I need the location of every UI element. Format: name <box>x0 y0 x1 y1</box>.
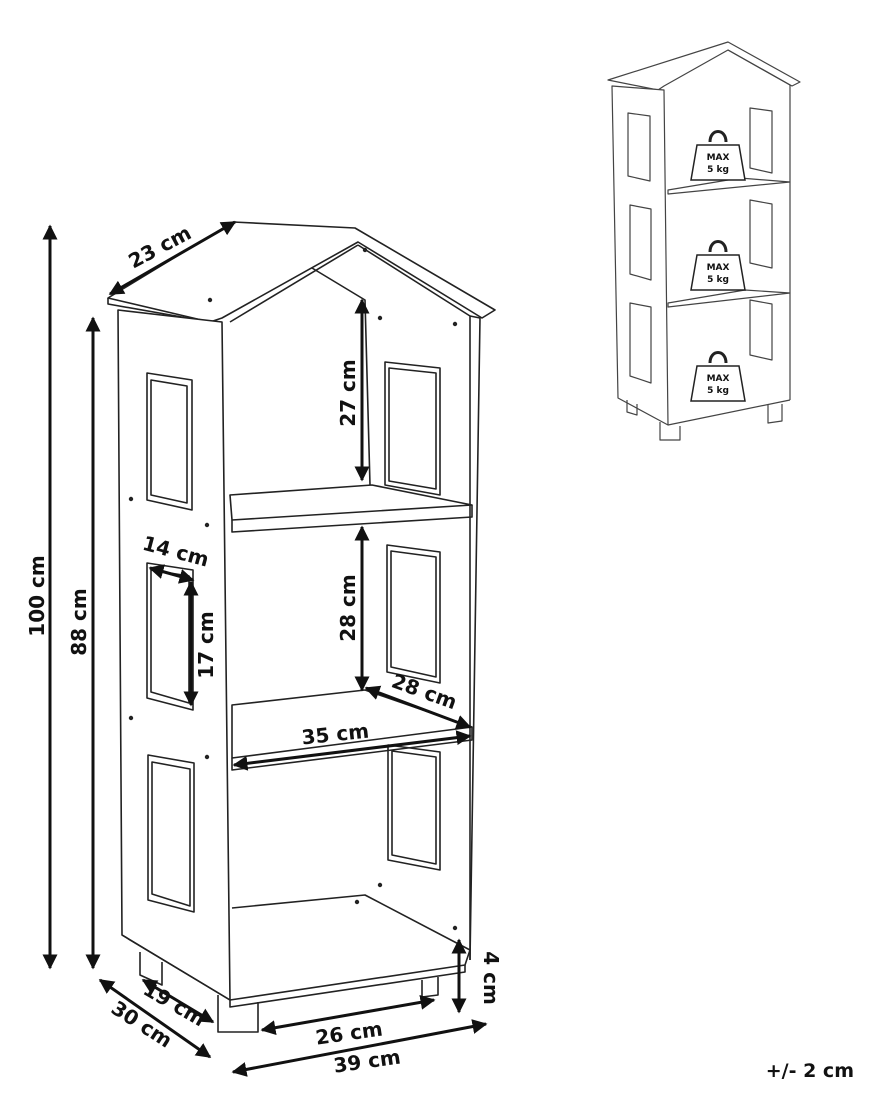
shelf-depth-line <box>364 685 472 730</box>
window-width-line <box>148 564 195 584</box>
window <box>146 372 193 511</box>
top-compartment-label: 27 cm <box>336 359 360 427</box>
right-side-panel <box>469 315 481 961</box>
outer-depth-line <box>98 978 212 1059</box>
main-shelf-drawing <box>107 221 496 1033</box>
weight-limit-line2: 5 kg <box>707 165 729 175</box>
outer-width-line <box>231 1019 488 1077</box>
foot-height-label: 4 cm <box>479 951 503 1005</box>
window <box>387 744 441 871</box>
weight-limit-line1: MAX <box>707 153 730 163</box>
weight-icon: MAX 5 kg <box>690 240 746 291</box>
weight-limit-line1: MAX <box>707 263 730 273</box>
weight-icon: MAX 5 kg <box>690 351 746 402</box>
body-height-label: 88 cm <box>67 588 91 656</box>
middle-compartment-label: 28 cm <box>336 574 360 642</box>
total-height-label: 100 cm <box>25 555 49 636</box>
upper-shelf <box>229 484 473 521</box>
roof-depth-line <box>108 220 237 296</box>
shelf-width-line <box>232 730 472 771</box>
bottom-panel <box>121 934 471 1001</box>
load-capacity-inset <box>607 41 801 441</box>
weight-limit-line1: MAX <box>707 374 730 384</box>
window <box>147 754 195 913</box>
weight-icon: MAX 5 kg <box>690 130 746 181</box>
weight-limit-line2: 5 kg <box>707 386 729 396</box>
outer-width-label: 39 cm <box>332 1044 402 1077</box>
weight-limit-line2: 5 kg <box>707 275 729 285</box>
tolerance-note: +/- 2 cm <box>765 1060 854 1082</box>
window-height-label: 17 cm <box>194 611 218 679</box>
window <box>386 544 441 684</box>
dimension-lines <box>42 220 488 1077</box>
dimension-labels: 100 cm 88 cm 23 cm 27 cm 28 cm 14 cm 17 … <box>25 220 503 1077</box>
window <box>384 361 441 496</box>
